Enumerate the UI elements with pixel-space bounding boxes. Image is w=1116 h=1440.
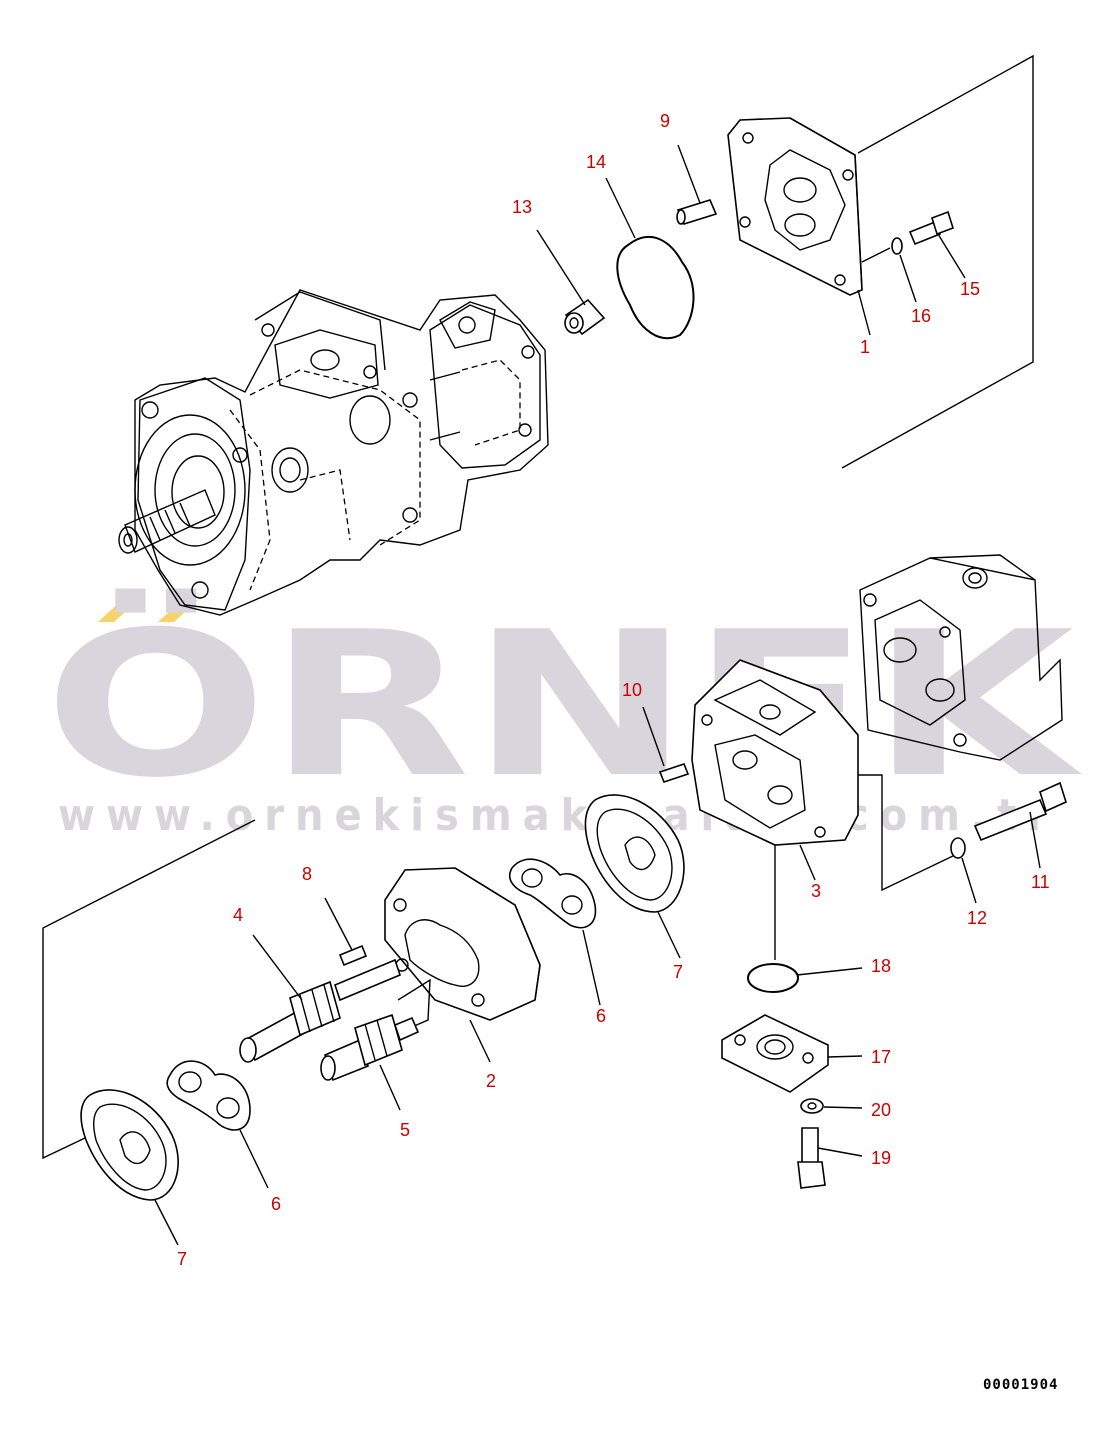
callout-15: 15 [960, 279, 980, 299]
watermark-accent-left [98, 600, 138, 622]
callouts: 1 2 3 4 5 6 6 7 7 8 9 10 11 12 13 14 15 … [177, 111, 1050, 1269]
callout-7-left: 7 [177, 1249, 187, 1269]
part-14-seal [605, 177, 695, 340]
part-20-washer [800, 1098, 863, 1114]
upper-frame [841, 54, 1034, 469]
part-7-gasket-left [80, 1089, 179, 1246]
drawing-code: 00001904 [983, 1377, 1058, 1393]
callout-9: 9 [660, 111, 670, 131]
part-2-housing [384, 867, 541, 1063]
part-8-pin [324, 897, 368, 967]
callout-8: 8 [302, 864, 312, 884]
callout-2: 2 [486, 1071, 496, 1091]
part-4-drive-gear [239, 934, 401, 1063]
part-15-bolt [908, 210, 966, 279]
part-1-cover [727, 117, 871, 336]
callout-20: 20 [871, 1100, 891, 1120]
lower-frame [42, 774, 956, 1160]
callout-5: 5 [400, 1120, 410, 1140]
part-16-washer [861, 237, 917, 303]
callout-14: 14 [586, 152, 606, 172]
watermark: ÖRNEK www.ornekismakinalari.com.tr [44, 588, 1083, 841]
callout-10: 10 [622, 680, 642, 700]
callout-16: 16 [911, 306, 931, 326]
callout-7-right: 7 [673, 962, 683, 982]
callout-1: 1 [860, 337, 870, 357]
callout-6-left: 6 [271, 1194, 281, 1214]
callout-17: 17 [871, 1047, 891, 1067]
callout-6-right: 6 [596, 1006, 606, 1026]
part-18-oring [747, 963, 863, 993]
part-11-bolt [973, 781, 1067, 869]
part-17-flange [721, 1014, 863, 1093]
part-9-pin [676, 144, 718, 225]
part-13-bushing [536, 229, 606, 336]
part-3-body [691, 659, 859, 960]
part-12-washer [950, 837, 977, 904]
part-6-plate-right [508, 858, 601, 1006]
part-7-gasket-right [584, 794, 685, 959]
part-5-driven-gear [320, 1013, 420, 1111]
rear-pump-section [859, 554, 1063, 761]
callout-4: 4 [233, 905, 243, 925]
pump-assembly [118, 289, 549, 616]
callout-18: 18 [871, 956, 891, 976]
callout-19: 19 [871, 1148, 891, 1168]
part-19-bolt [797, 1127, 863, 1189]
callout-11: 11 [1031, 872, 1050, 892]
callout-13: 13 [512, 197, 532, 217]
watermark-url: www.ornekismakinalari.com.tr [58, 790, 1058, 841]
part-10-pin [642, 706, 690, 783]
callout-3: 3 [811, 881, 821, 901]
watermark-brand: ÖRNEK [44, 588, 1083, 822]
part-6-plate-left [166, 1060, 269, 1189]
callout-12: 12 [967, 908, 987, 928]
